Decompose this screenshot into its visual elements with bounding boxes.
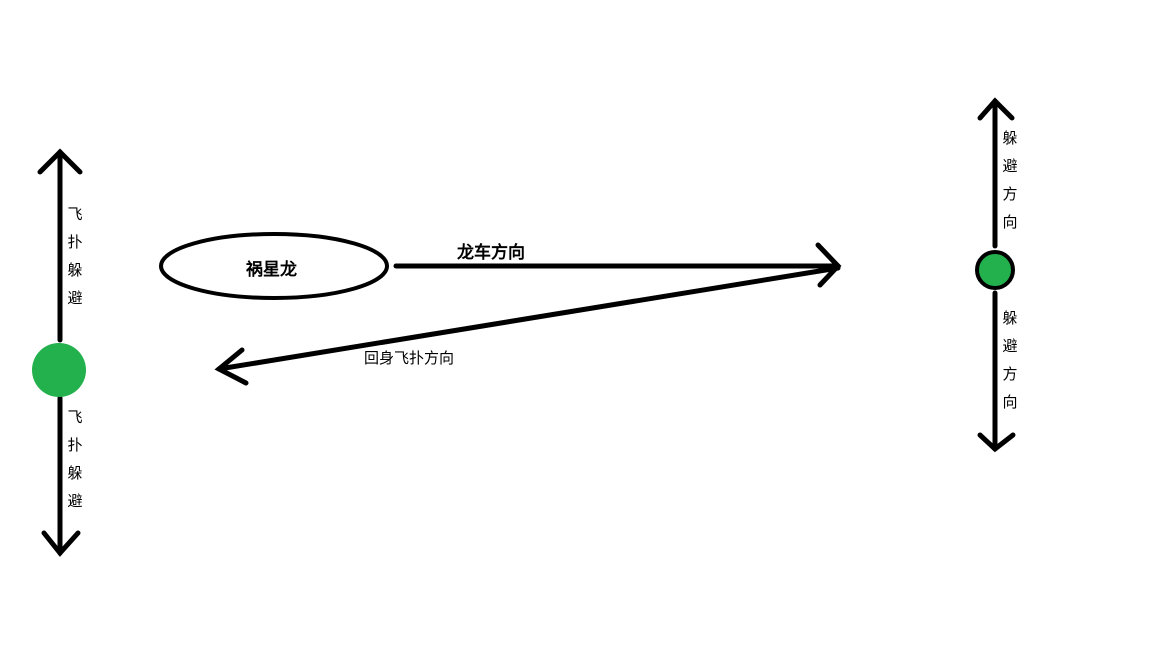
- pounce-arrow: [214, 265, 841, 386]
- left-up-dodge-label: 飞 扑 躲 避: [67, 205, 83, 307]
- pounce-direction-label: 回身飞扑方向: [364, 349, 455, 367]
- charge-direction-label: 龙车方向: [457, 243, 525, 263]
- right-dodge-arrow: [977, 97, 1016, 453]
- boss-label: 祸星龙: [246, 260, 297, 280]
- boss-ellipse: [159, 232, 389, 300]
- right-player-dot: [975, 250, 1015, 290]
- left-down-dodge-label: 飞 扑 躲 避: [67, 408, 83, 510]
- left-dodge-arrow: [37, 148, 83, 557]
- left-player-dot: [32, 343, 86, 397]
- right-up-dodge-label: 躲 避 方 向: [1002, 129, 1018, 231]
- right-down-dodge-label: 躲 避 方 向: [1002, 309, 1018, 411]
